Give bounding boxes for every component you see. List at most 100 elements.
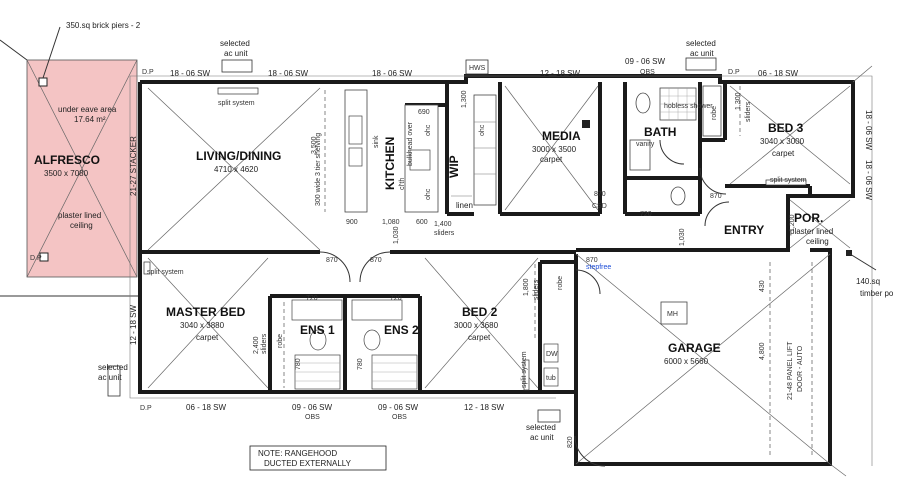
svg-text:ac unit: ac unit xyxy=(224,49,248,58)
svg-text:430: 430 xyxy=(759,280,766,292)
svg-text:D.P: D.P xyxy=(142,69,154,76)
room-bath: BATH xyxy=(644,125,676,139)
svg-text:plaster lined: plaster lined xyxy=(58,211,101,220)
svg-text:robe: robe xyxy=(557,276,564,290)
svg-text:sliders: sliders xyxy=(261,333,268,354)
svg-text:selected: selected xyxy=(98,363,128,372)
svg-text:split system: split system xyxy=(521,351,528,388)
svg-text:MH: MH xyxy=(667,311,678,318)
svg-text:OBS: OBS xyxy=(392,414,407,421)
svg-text:tub: tub xyxy=(546,375,556,382)
svg-text:06 - 18 SW: 06 - 18 SW xyxy=(758,69,798,78)
svg-text:3500 x 7080: 3500 x 7080 xyxy=(44,169,89,178)
brick-pier-bottom xyxy=(39,252,49,262)
svg-text:720: 720 xyxy=(640,211,652,218)
brick-pier-top xyxy=(38,77,48,87)
svg-text:hobless shower: hobless shower xyxy=(664,103,713,110)
svg-text:900: 900 xyxy=(346,219,358,226)
svg-text:timber po: timber po xyxy=(860,289,894,298)
svg-text:1,800: 1,800 xyxy=(523,278,530,296)
room-media: MEDIA xyxy=(542,129,581,143)
svg-text:21-27 STACKER: 21-27 STACKER xyxy=(129,136,138,196)
svg-text:carpet: carpet xyxy=(196,333,219,342)
svg-text:18 - 06 SW: 18 - 06 SW xyxy=(268,69,308,78)
kitchen-sink xyxy=(348,115,363,145)
room-entry: ENTRY xyxy=(724,223,764,237)
svg-text:plaster lined: plaster lined xyxy=(790,227,833,236)
toilet-icon-2 xyxy=(670,186,686,206)
svg-text:split system: split system xyxy=(147,269,184,276)
svg-text:sink: sink xyxy=(373,135,380,148)
svg-text:21-48 PANEL LIFT: 21-48 PANEL LIFT xyxy=(787,341,794,400)
svg-text:690: 690 xyxy=(418,109,430,116)
svg-text:4710 x 4620: 4710 x 4620 xyxy=(214,165,259,174)
svg-text:780: 780 xyxy=(295,358,302,370)
room-bed2: BED 2 xyxy=(462,305,498,319)
svg-text:ac unit: ac unit xyxy=(690,49,714,58)
svg-text:870: 870 xyxy=(370,257,382,264)
room-porch: POR. xyxy=(794,211,823,225)
svg-text:D.P: D.P xyxy=(728,69,740,76)
doors xyxy=(319,139,730,467)
interior-walls xyxy=(140,82,812,392)
toilet-icon xyxy=(635,92,651,114)
ac-unit-bottom-right xyxy=(537,409,561,423)
ac-unit-bottom-left xyxy=(107,365,121,397)
svg-text:selected: selected xyxy=(686,39,716,48)
svg-text:DUCTED EXTERNALLY: DUCTED EXTERNALLY xyxy=(264,459,352,468)
svg-text:6000 x 5660: 6000 x 5660 xyxy=(664,357,709,366)
svg-text:DOOR - AUTO: DOOR - AUTO xyxy=(797,345,804,392)
svg-text:sliders: sliders xyxy=(745,101,752,122)
svg-text:600: 600 xyxy=(416,219,428,226)
svg-text:carpet: carpet xyxy=(772,149,795,158)
svg-text:09 - 06 SW: 09 - 06 SW xyxy=(378,403,418,412)
svg-text:140.sq: 140.sq xyxy=(856,277,880,286)
svg-text:3040 x 3880: 3040 x 3880 xyxy=(180,321,225,330)
svg-text:ac unit: ac unit xyxy=(530,433,554,442)
svg-text:1,300: 1,300 xyxy=(461,90,468,108)
svg-text:under eave area: under eave area xyxy=(58,105,117,114)
room-garage: GARAGE xyxy=(668,341,721,355)
room-kitchen: KITCHEN xyxy=(383,137,397,190)
svg-text:robe: robe xyxy=(277,334,284,348)
svg-text:18 - 06 SW: 18 - 06 SW xyxy=(864,110,873,150)
manhole xyxy=(660,301,688,325)
svg-text:NOTE: RANGEHOOD: NOTE: RANGEHOOD xyxy=(258,449,337,458)
svg-text:18 - 06 SW: 18 - 06 SW xyxy=(372,69,412,78)
svg-text:4,800: 4,800 xyxy=(759,342,766,360)
svg-text:ceiling: ceiling xyxy=(806,237,829,246)
svg-text:1,080: 1,080 xyxy=(382,219,400,226)
svg-text:selected: selected xyxy=(220,39,250,48)
outer-wall xyxy=(140,74,855,252)
svg-text:split system: split system xyxy=(218,100,255,107)
svg-text:12 - 18 SW: 12 - 18 SW xyxy=(540,69,580,78)
svg-text:bulkhead over: bulkhead over xyxy=(407,121,414,166)
svg-text:split system: split system xyxy=(770,177,807,184)
svg-text:3000 x 3500: 3000 x 3500 xyxy=(532,145,577,154)
svg-text:17.64 m²: 17.64 m² xyxy=(74,115,106,124)
note-box xyxy=(249,445,387,471)
svg-text:2,400: 2,400 xyxy=(253,336,260,354)
svg-text:vanity: vanity xyxy=(636,141,655,148)
kitchen-back-bench xyxy=(404,104,439,213)
svg-text:06 - 18 SW: 06 - 18 SW xyxy=(186,403,226,412)
svg-text:selected: selected xyxy=(526,423,556,432)
svg-text:sliders: sliders xyxy=(434,230,455,237)
svg-text:1,200: 1,200 xyxy=(789,214,796,232)
svg-text:cl'th: cl'th xyxy=(399,178,406,190)
svg-text:carpet: carpet xyxy=(540,155,563,164)
svg-text:CSD: CSD xyxy=(592,203,607,210)
svg-text:ohc: ohc xyxy=(425,124,432,136)
svg-text:12 - 18 SW: 12 - 18 SW xyxy=(129,305,138,345)
svg-text:1,300: 1,300 xyxy=(735,92,742,110)
svg-text:1,400: 1,400 xyxy=(434,221,452,228)
brick-piers-label: 350.sq brick piers - 2 xyxy=(66,21,141,30)
room-alfresco: ALFRESCO xyxy=(34,153,100,167)
svg-text:780: 780 xyxy=(357,358,364,370)
svg-text:300 wide 3 tier shelving: 300 wide 3 tier shelving xyxy=(315,133,322,206)
svg-text:1,030: 1,030 xyxy=(679,228,686,246)
svg-text:ceiling: ceiling xyxy=(70,221,93,230)
svg-text:ac unit: ac unit xyxy=(98,373,122,382)
svg-text:ohc: ohc xyxy=(479,124,486,136)
wip-shelves xyxy=(451,94,497,206)
